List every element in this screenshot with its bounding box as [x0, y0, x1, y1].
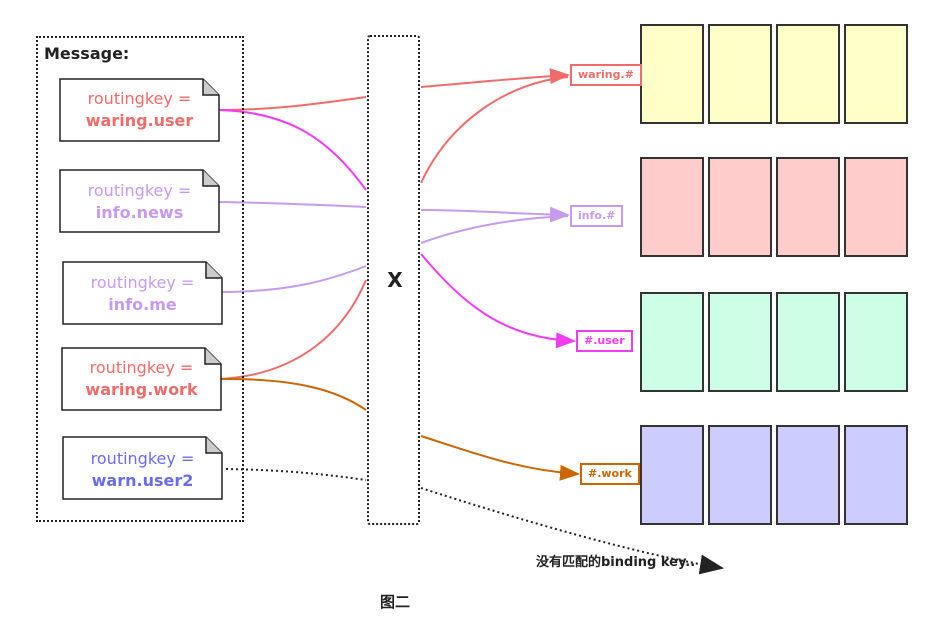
message-doc: routingkey = waring.user — [60, 88, 219, 132]
binding-user: #.user — [576, 330, 633, 352]
line-exchange-to-user — [420, 253, 576, 349]
message-group — [36, 36, 244, 522]
binding-waring: waring.# — [570, 64, 642, 86]
line-waring-user-to-exchange — [218, 96, 367, 111]
line-waring-work-orange — [218, 377, 367, 411]
queue-info — [640, 157, 912, 257]
message-routing-key: waring.work — [85, 380, 198, 399]
message-routing-key: info.me — [108, 295, 177, 314]
line-info-news-to-exchange — [218, 201, 367, 208]
binding-info: info.# — [570, 205, 624, 227]
figure-caption: 图二 — [380, 593, 411, 611]
message-label: routingkey = — [87, 181, 192, 200]
message-label: routingkey = — [87, 89, 192, 108]
message-routing-key: info.news — [95, 203, 184, 222]
line-exchange-no-match — [420, 487, 724, 575]
message-doc: routingkey = info.news — [60, 180, 219, 224]
line-exchange-to-info-2 — [420, 215, 569, 244]
line-exchange-to-info — [420, 206, 570, 223]
exchange-label: X — [387, 268, 403, 292]
message-routing-key: warn.user2 — [91, 471, 194, 490]
queue-user — [640, 292, 912, 392]
queue-waring — [640, 24, 912, 124]
queue-work — [640, 425, 912, 525]
line-exchange-to-waring — [420, 68, 570, 88]
no-match-note: 没有匹配的binding key.. — [536, 555, 696, 570]
line-waring-work-red — [218, 279, 367, 380]
line-exchange-to-waring-2 — [420, 76, 569, 184]
message-routing-key: waring.user — [85, 111, 194, 130]
message-label: routingkey = — [89, 358, 194, 377]
message-doc: routingkey = warn.user2 — [63, 448, 222, 492]
exchange-box — [367, 35, 420, 525]
line-exchange-to-work — [420, 435, 580, 481]
message-label: routingkey = — [90, 449, 195, 468]
binding-work: #.work — [580, 463, 640, 485]
message-label: routingkey = — [90, 273, 195, 292]
message-doc: routingkey = waring.work — [62, 357, 221, 401]
message-group-title: Message: — [44, 44, 130, 63]
line-warn-user2-dotted — [225, 468, 367, 481]
message-doc: routingkey = info.me — [63, 272, 222, 316]
message-doc-shapes — [59, 78, 223, 500]
